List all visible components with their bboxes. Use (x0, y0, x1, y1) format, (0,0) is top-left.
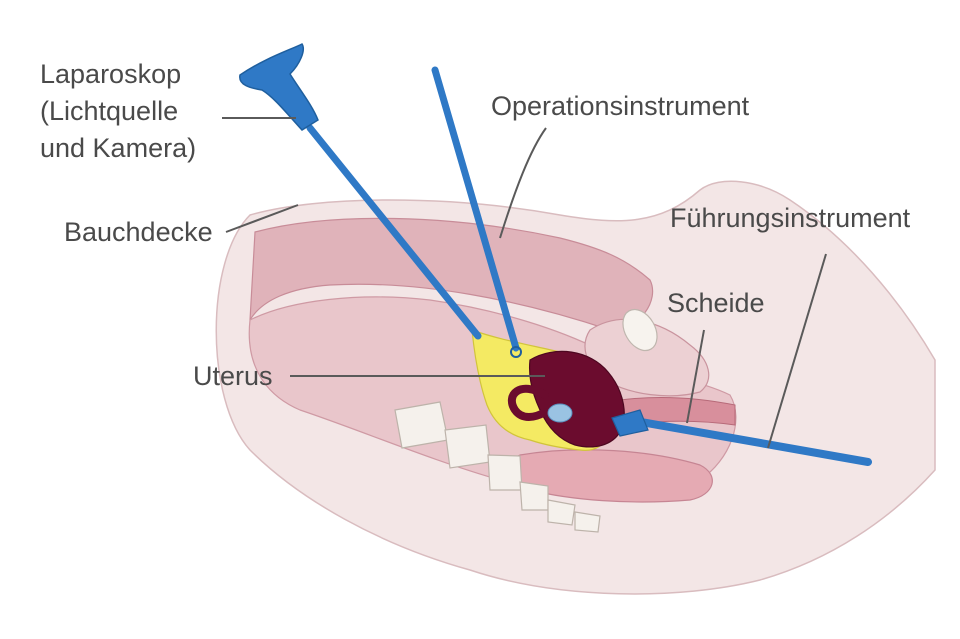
label-laparoskop-line-3: und Kamera) (40, 133, 197, 163)
pubic-bone (622, 308, 658, 352)
label-uterus: Uterus (193, 361, 273, 391)
leader-fuehrungsinstrument (767, 253, 827, 449)
fallopian-tube (507, 384, 549, 421)
operating-instrument (431, 66, 522, 358)
label-laparoskop-line-1: Laparoskop (40, 59, 182, 89)
label-operationsinstrument: Operationsinstrument (491, 91, 750, 121)
label-laparoskop: Laparoskop (Lichtquelle und Kamera) (40, 56, 196, 167)
abdominal-wall (249, 217, 654, 331)
laparoscope-instrument (239, 43, 482, 340)
label-fuehrungsinstrument: Führungsinstrument (670, 203, 911, 233)
leader-lines (222, 117, 827, 449)
leader-operationsinstrument (499, 127, 547, 239)
spine (394, 401, 601, 533)
uterus (528, 350, 625, 448)
ovary (547, 403, 573, 423)
leader-scheide (686, 329, 705, 424)
label-bauchdecke: Bauchdecke (64, 217, 213, 247)
label-laparoskop-line-2: (Lichtquelle (40, 96, 179, 126)
leader-bauchdecke (225, 204, 299, 233)
guiding-instrument (611, 409, 872, 466)
label-scheide: Scheide (667, 288, 765, 318)
